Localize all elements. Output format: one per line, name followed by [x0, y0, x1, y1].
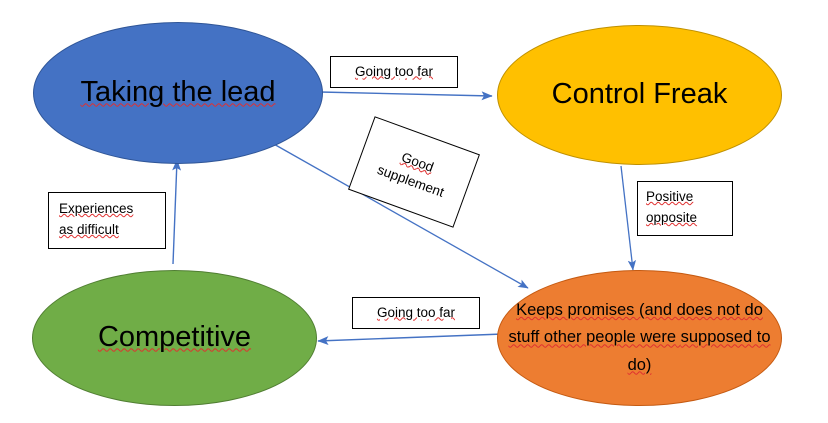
node-competitive[interactable]: Competitive [32, 270, 317, 406]
arrow-control-freak-to-keeps-promises [620, 165, 637, 271]
edge-label-experiences-line-1: Experiences [59, 201, 134, 216]
node-control-freak[interactable]: Control Freak [497, 25, 782, 165]
edge-label-good-supplement[interactable]: Good supplement [348, 116, 480, 228]
node-keeps-promises-label: Keeps promises (and does not do stuff ot… [498, 297, 781, 379]
arrow-keeps-promises-to-competitive [317, 333, 504, 346]
edge-label-going-too-far-bottom-text: Going too far [376, 304, 456, 320]
edge-label-going-too-far-top[interactable]: Going too far [330, 56, 458, 88]
edge-label-positive-opposite-line-2: opposite [646, 209, 698, 225]
node-taking-the-lead-label: Taking the lead [80, 76, 276, 109]
edge-label-experiences-line-2: as difficult [59, 221, 119, 237]
node-taking-the-lead[interactable]: Taking the lead [33, 22, 323, 164]
edge-label-going-too-far-top-text: Going too far [354, 63, 434, 79]
edge-label-experiences-as-difficult[interactable]: Experiences as difficult [48, 192, 166, 249]
edge-label-positive-opposite[interactable]: Positive opposite [637, 181, 733, 236]
arrow-competitive-to-taking-the-lead [172, 159, 182, 265]
node-control-freak-label: Control Freak [551, 78, 728, 111]
node-keeps-promises-line-2: do stuff other people were [508, 301, 763, 347]
edge-label-going-too-far-bottom[interactable]: Going too far [352, 297, 480, 329]
node-keeps-promises[interactable]: Keeps promises (and does not do stuff ot… [497, 270, 782, 406]
node-keeps-promises-line-3: supposed to do) [627, 328, 771, 374]
arrow-taking-the-lead-to-control-freak [319, 91, 493, 101]
edge-label-positive-opposite-line-1: Positive [646, 189, 694, 204]
node-keeps-promises-line-1: Keeps promises (and does not [516, 301, 740, 320]
node-competitive-label: Competitive [97, 321, 252, 354]
